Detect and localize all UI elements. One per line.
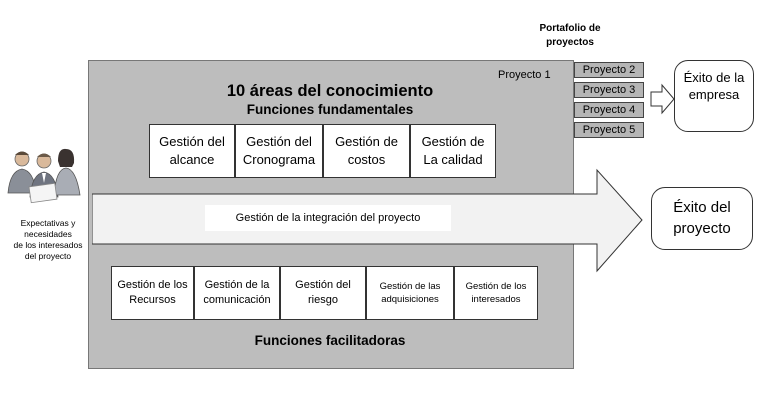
area-risk: Gestión del riesgo xyxy=(280,266,366,320)
area-procurement: Gestión de las adquisiciones xyxy=(366,266,454,320)
area-line: costos xyxy=(347,152,386,167)
area-line: Gestión del xyxy=(295,279,351,291)
portfolio-item: Proyecto 2 xyxy=(574,62,644,78)
area-line: Gestión del xyxy=(246,134,312,149)
area-line: comunicación xyxy=(203,294,271,306)
company-success-box: Éxito de la empresa xyxy=(674,60,754,132)
portfolio-title-line: Portafolio de xyxy=(539,23,601,34)
outcome-line: Éxito de la xyxy=(683,70,745,85)
facilitating-functions-label: Funciones facilitadoras xyxy=(254,333,406,348)
area-line: interesados xyxy=(471,294,521,305)
project-1-label: Proyecto 1 xyxy=(498,69,551,81)
area-line: Gestión de la xyxy=(204,279,270,291)
area-scope: Gestión del alcance xyxy=(149,124,235,178)
portfolio-item: Proyecto 5 xyxy=(574,122,644,138)
area-line: Gestión de los xyxy=(465,281,527,292)
portfolio-item: Proyecto 4 xyxy=(574,102,644,118)
area-line: riesgo xyxy=(308,294,338,306)
area-line: Gestión de las xyxy=(379,281,441,292)
area-communication: Gestión de la comunicación xyxy=(194,266,280,320)
outcome-line: Éxito del xyxy=(673,199,731,216)
panel-subtitle: Funciones fundamentales xyxy=(246,102,414,117)
portfolio-arrow xyxy=(650,83,675,115)
portfolio-title: Portafolio de proyectos xyxy=(515,22,625,50)
area-line: La calidad xyxy=(423,152,483,167)
area-line: Cronograma xyxy=(242,152,316,167)
area-stakeholders: Gestión de los interesados xyxy=(454,266,538,320)
area-line: adquisiciones xyxy=(381,294,439,305)
panel-title: 10 áreas del conocimiento xyxy=(226,82,434,100)
outcome-line: proyecto xyxy=(673,220,731,237)
outcome-line: empresa xyxy=(688,87,740,102)
area-quality: Gestión de La calidad xyxy=(410,124,496,178)
area-cost: Gestión de costos xyxy=(323,124,410,178)
area-line: alcance xyxy=(169,152,215,167)
area-line: Recursos xyxy=(129,294,176,306)
area-line: Gestión del xyxy=(159,134,225,149)
area-line: Gestión de xyxy=(335,134,398,149)
caption-line: del proyecto xyxy=(24,251,72,261)
caption-line: de los interesados xyxy=(13,240,83,250)
integration-label: Gestión de la integración del proyecto xyxy=(205,205,451,231)
area-line: Gestión de xyxy=(421,134,485,149)
portfolio-item: Proyecto 3 xyxy=(574,82,644,98)
project-success-box: Éxito del proyecto xyxy=(651,187,753,250)
stakeholders-caption: Expectativas y necesidades de los intere… xyxy=(0,218,96,262)
area-line: Gestión de los xyxy=(117,279,188,291)
caption-line: necesidades xyxy=(24,229,72,239)
portfolio-title-line: proyectos xyxy=(546,37,594,48)
stakeholders-illustration xyxy=(7,148,81,204)
caption-line: Expectativas y xyxy=(20,218,76,228)
